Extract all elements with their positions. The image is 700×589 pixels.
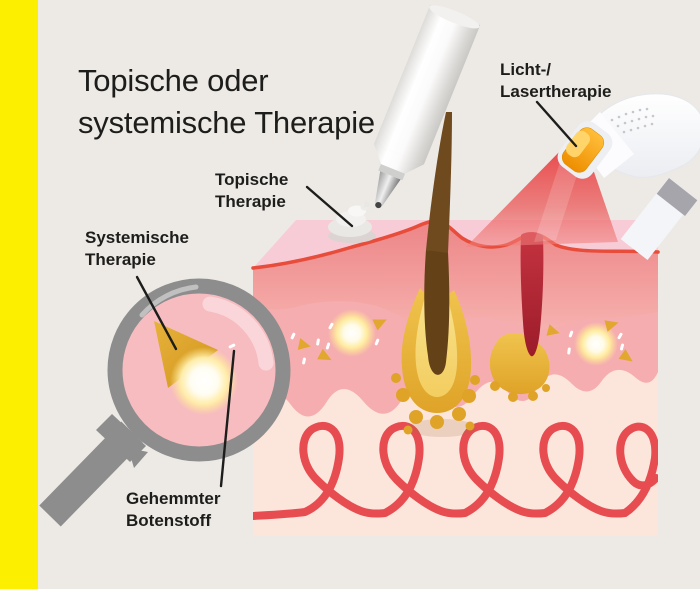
callout-laser-line1: Licht-/ [500, 60, 551, 79]
follicle-shadow [408, 419, 476, 437]
accent-bar [0, 0, 38, 589]
blood-vessel [253, 422, 658, 520]
follicle-bumps [391, 373, 480, 435]
hair-follicle [391, 112, 480, 437]
callout-systemic: Systemische Therapie [85, 227, 189, 271]
callout-laser-line2: Lasertherapie [500, 82, 612, 101]
page-title: Topische oder systemische Therapie [78, 60, 375, 144]
page-title-line2: systemische Therapie [78, 105, 375, 140]
magnifier-rim-sheen [139, 284, 199, 318]
callout-topical-line1: Topische [215, 170, 289, 189]
pointer-line-topical [305, 185, 354, 228]
hair-root [424, 250, 450, 375]
callout-topical: Topische Therapie [215, 169, 288, 213]
magnifier [39, 278, 291, 527]
tube-top [429, 5, 480, 29]
callout-systemic-line1: Systemische [85, 228, 189, 247]
hair-shaft [426, 112, 452, 253]
messenger-particles [228, 309, 633, 366]
sparkle-specks [290, 322, 625, 365]
pointer-line-laser [535, 100, 578, 148]
laser-therapy-group [466, 93, 700, 261]
laser-handle [620, 177, 696, 261]
inhibited-messenger-glow [170, 347, 238, 415]
callout-inhibited-line2: Botenstoff [126, 511, 211, 530]
pointer-line-inhibited [219, 349, 236, 488]
gland-bumps [490, 381, 550, 402]
callout-inhibited-messenger: Gehemmter Botenstoff [126, 488, 220, 532]
laser-speckles [610, 107, 655, 134]
magnifier-rim [107, 278, 291, 462]
epidermis-layer [253, 221, 658, 330]
cream-blob [328, 200, 376, 243]
inflamed-follicle [489, 232, 550, 402]
callout-light-laser: Licht-/ Lasertherapie [500, 59, 612, 103]
glow-particle [328, 309, 376, 357]
laser-device [557, 93, 700, 261]
inflammation-streak [520, 232, 544, 357]
tube-body [373, 4, 481, 165]
tube-collar [378, 164, 406, 181]
cream-tube [373, 4, 481, 209]
callout-systemic-line2: Therapie [85, 250, 156, 269]
magnifier-handle-notch [128, 448, 148, 468]
page-title-line1: Topische oder [78, 63, 269, 98]
messenger-triangles [297, 319, 633, 362]
pointer-lines [135, 100, 578, 488]
tube-nozzle [375, 171, 401, 206]
cream-curl-tip [363, 200, 371, 208]
callout-inhibited-line1: Gehemmter [126, 489, 221, 508]
tube-tip [375, 202, 382, 209]
laser-handle-band [656, 178, 698, 216]
pointer-line-systemic [135, 275, 178, 351]
glass-arc-highlight [202, 296, 274, 371]
laser-beam-highlight [534, 162, 578, 242]
laser-window-highlight [565, 130, 591, 158]
glow-particle [574, 322, 618, 366]
inhibited-messenger-speck [228, 343, 236, 349]
callout-topical-line2: Therapie [215, 192, 286, 211]
